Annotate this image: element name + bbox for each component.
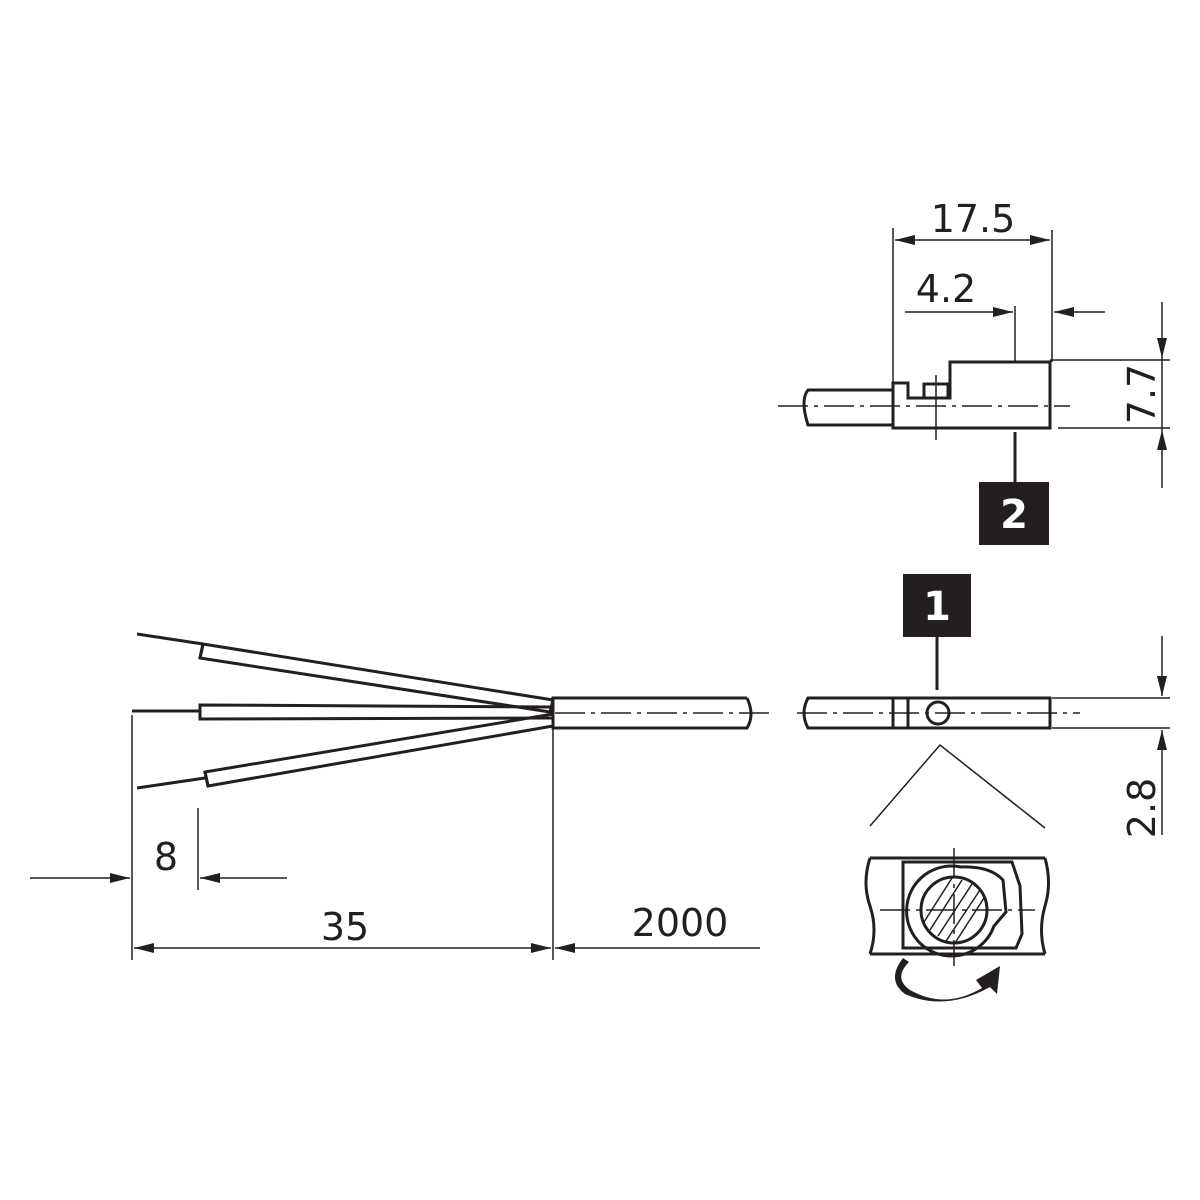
dimension-2000-label: 2000 <box>632 901 729 945</box>
wire-bottom <box>136 712 555 790</box>
dimension-17-5-label: 17.5 <box>931 197 1016 241</box>
callout-1-badge <box>903 574 971 637</box>
detail-pointer <box>869 743 1046 829</box>
detail-slot-body <box>864 856 1050 956</box>
side-view: 17.5 4.2 7.7 2 <box>778 197 1170 545</box>
dimension-8: 8 <box>30 835 287 883</box>
detail-cavity <box>901 860 1024 950</box>
wire-middle <box>132 703 555 721</box>
dimension-8-label: 8 <box>154 835 178 879</box>
side-view-sensor-body <box>891 360 1052 430</box>
dimension-7-7: 7.7 <box>1120 302 1167 488</box>
wire-top <box>136 632 555 714</box>
dimension-7-7-label: 7.7 <box>1120 364 1164 424</box>
callout-2[interactable]: 2 <box>979 432 1049 545</box>
dimension-2000: 2000 <box>555 901 760 953</box>
callout-1[interactable]: 1 <box>903 574 971 690</box>
side-view-cable <box>802 388 893 427</box>
callout-2-badge <box>979 482 1049 545</box>
rotation-arrow-icon <box>894 958 1000 1002</box>
callout-2-label: 2 <box>1000 492 1028 538</box>
clamp-cam <box>905 864 1008 958</box>
side-view-clamp-screw <box>922 375 950 440</box>
dimension-35: 35 <box>134 905 551 953</box>
dimension-35-label: 35 <box>321 905 369 949</box>
dimension-4-2: 4.2 <box>905 267 1105 317</box>
callout-1-label: 1 <box>923 584 951 630</box>
detail-view <box>864 743 1050 1002</box>
front-view: 2.8 1 8 35 2000 <box>30 574 1170 960</box>
dimension-17-5: 17.5 <box>895 197 1050 245</box>
dimension-2-8: 2.8 <box>1120 636 1167 838</box>
dimension-4-2-label: 4.2 <box>916 267 976 311</box>
dimension-2-8-label: 2.8 <box>1120 778 1164 838</box>
cable-jacket-left <box>551 696 753 730</box>
